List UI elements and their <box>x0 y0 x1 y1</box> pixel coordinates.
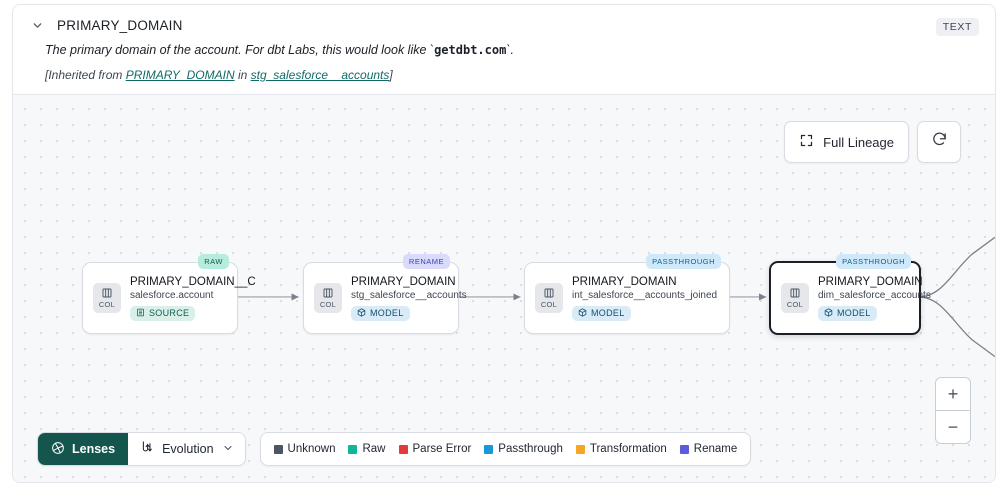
cube-icon <box>578 307 587 319</box>
node-pill: PASSTHROUGH <box>836 254 911 269</box>
col-chip-label: COL <box>319 300 337 309</box>
lenses-evolution-group: Lenses Evolution <box>37 432 246 466</box>
legend-swatch <box>398 444 408 454</box>
columns-icon: COL <box>535 283 563 313</box>
column-detail-card: PRIMARY_DOMAIN TEXT The primary domain o… <box>12 4 996 483</box>
legend-item: Transformation <box>575 443 667 455</box>
node-subtitle: stg_salesforce__accounts <box>351 289 467 301</box>
chevron-down-icon[interactable] <box>29 17 45 33</box>
type-badge: TEXT <box>935 18 979 36</box>
legend-item: Parse Error <box>398 443 472 455</box>
legend-swatch <box>575 444 585 454</box>
node-pill: PASSTHROUGH <box>646 254 721 269</box>
node-tag-label: MODEL <box>591 308 625 318</box>
legend-item: Raw <box>348 443 386 455</box>
legend-label: Parse Error <box>412 443 472 455</box>
node-pill: RENAME <box>402 254 450 269</box>
node-subtitle: salesforce.account <box>130 289 214 301</box>
legend-label: Raw <box>362 443 386 455</box>
lineage-toolbar: Full Lineage <box>784 121 961 163</box>
zoom-out-button[interactable]: − <box>947 416 959 437</box>
legend-swatch <box>348 444 358 454</box>
inherited-prefix: [Inherited from <box>45 67 126 82</box>
zoom-controls: + − <box>935 377 971 444</box>
node-tag-label: SOURCE <box>149 308 190 318</box>
lineage-legend: Unknown Raw Parse Error Passthrough <box>259 432 752 466</box>
node-tag-label: MODEL <box>370 308 404 318</box>
col-chip-label: COL <box>98 300 116 309</box>
refresh-icon <box>931 131 948 153</box>
legend-label: Rename <box>693 443 738 455</box>
full-lineage-button[interactable]: Full Lineage <box>784 121 909 163</box>
legend-swatch <box>679 444 689 454</box>
description-code: getdbt.com <box>434 43 507 57</box>
node-pill: RAW <box>198 254 229 269</box>
legend-item: Unknown <box>273 443 336 455</box>
lineage-canvas[interactable]: Full Lineage RAW <box>13 95 995 482</box>
lineage-node[interactable]: RENAME COL PRIMARY_DOMAIN stg_salesforce… <box>303 254 467 334</box>
columns-icon: COL <box>314 283 342 313</box>
inherited-suffix: ] <box>389 67 393 82</box>
database-icon <box>136 308 145 319</box>
node-title: PRIMARY_DOMAIN <box>818 275 923 288</box>
zoom-in-button[interactable]: + <box>947 383 959 404</box>
columns-icon: COL <box>781 283 809 313</box>
node-tag: MODEL <box>351 305 410 321</box>
legend-item: Passthrough <box>484 443 563 455</box>
header-divider <box>13 94 995 95</box>
node-tag: SOURCE <box>130 305 196 321</box>
chevron-down-icon <box>222 442 234 457</box>
legend-item: Rename <box>679 443 738 455</box>
aperture-icon <box>51 441 65 458</box>
page-title: PRIMARY_DOMAIN <box>57 17 183 33</box>
legend-label: Passthrough <box>498 443 563 455</box>
lineage-node[interactable]: PASSTHROUGH COL PRIMARY_DOMAIN int_sales… <box>524 254 730 334</box>
inherited-mid: in <box>234 67 251 82</box>
legend-label: Transformation <box>589 443 667 455</box>
col-chip-label: COL <box>540 300 558 309</box>
legend-label: Unknown <box>287 443 336 455</box>
evolution-icon <box>139 440 154 458</box>
node-tag: MODEL <box>818 305 877 321</box>
inherited-model-link[interactable]: stg_salesforce__accounts <box>250 67 390 82</box>
node-title: PRIMARY_DOMAIN <box>351 275 456 288</box>
lenses-label: Lenses <box>72 442 116 456</box>
lenses-button[interactable]: Lenses <box>38 433 129 465</box>
node-title: PRIMARY_DOMAIN__C <box>130 275 256 288</box>
expand-icon <box>799 133 814 151</box>
lineage-node[interactable]: RAW COL PRIMARY_DOMAIN__C salesforce.acc… <box>82 254 256 334</box>
refresh-button[interactable] <box>917 121 961 163</box>
lineage-node-selected[interactable]: PASSTHROUGH COL PRIMARY_DOMAIN dim_sales… <box>769 254 931 335</box>
full-lineage-label: Full Lineage <box>823 134 894 150</box>
zoom-controls-divider <box>936 410 970 411</box>
column-description: The primary domain of the account. For d… <box>45 42 979 59</box>
node-title: PRIMARY_DOMAIN <box>572 275 677 288</box>
legend-swatch <box>273 444 283 454</box>
col-chip-label: COL <box>786 300 804 309</box>
node-tag: MODEL <box>572 305 631 321</box>
lineage-bottom-bar: Lenses Evolution <box>37 432 752 466</box>
lineage-edges <box>236 236 995 358</box>
description-text-post: `. <box>506 43 514 57</box>
evolution-label: Evolution <box>162 442 214 456</box>
evolution-dropdown[interactable]: Evolution <box>128 433 245 465</box>
inherited-from-note: [Inherited from PRIMARY_DOMAIN in stg_sa… <box>45 68 979 82</box>
card-header: PRIMARY_DOMAIN TEXT The primary domain o… <box>13 5 995 95</box>
node-subtitle: dim_salesforce_accounts <box>818 289 931 301</box>
columns-icon: COL <box>93 283 121 313</box>
legend-swatch <box>484 444 494 454</box>
cube-icon <box>824 307 833 319</box>
cube-icon <box>357 307 366 319</box>
node-tag-label: MODEL <box>837 308 871 318</box>
inherited-column-link[interactable]: PRIMARY_DOMAIN <box>125 67 235 82</box>
node-subtitle: int_salesforce__accounts_joined <box>572 289 718 301</box>
description-text-pre: The primary domain of the account. For d… <box>45 43 435 57</box>
